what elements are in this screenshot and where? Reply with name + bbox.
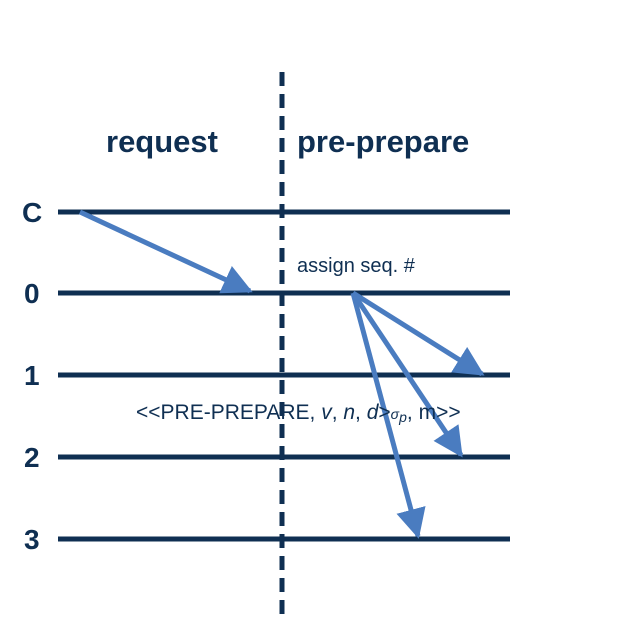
msg-v: v xyxy=(321,401,333,424)
msg-sep1: , xyxy=(332,401,344,424)
msg-sigma: σ xyxy=(391,406,400,422)
node-label-client: C xyxy=(22,197,42,228)
msg-sep2: , xyxy=(355,401,367,424)
pre-prepare-message-label: <<PRE-PREPARE, v, n, d>σp, m>> xyxy=(136,401,461,425)
msg-close: > xyxy=(378,401,390,424)
msg-tail: , m>> xyxy=(407,401,461,424)
node-label-replica-1: 1 xyxy=(24,360,40,391)
phase-label-request: request xyxy=(106,124,218,159)
msg-n: n xyxy=(343,401,355,424)
pre-prepare-arrow-to-3 xyxy=(350,292,426,539)
node-label-replica-0: 0 xyxy=(24,278,40,309)
request-arrow xyxy=(78,209,253,294)
phase-label-pre-prepare: pre-prepare xyxy=(297,124,469,159)
pre-prepare-arrow-to-2 xyxy=(350,291,464,458)
pre-prepare-arrow-to-1 xyxy=(351,290,485,377)
msg-d: d xyxy=(367,401,380,424)
node-label-replica-3: 3 xyxy=(24,524,40,555)
msg-prefix: <<PRE-PREPARE, xyxy=(136,401,321,424)
msg-p: p xyxy=(398,409,407,425)
node-label-replica-2: 2 xyxy=(24,442,40,473)
assign-seq-annotation: assign seq. # xyxy=(297,255,416,277)
